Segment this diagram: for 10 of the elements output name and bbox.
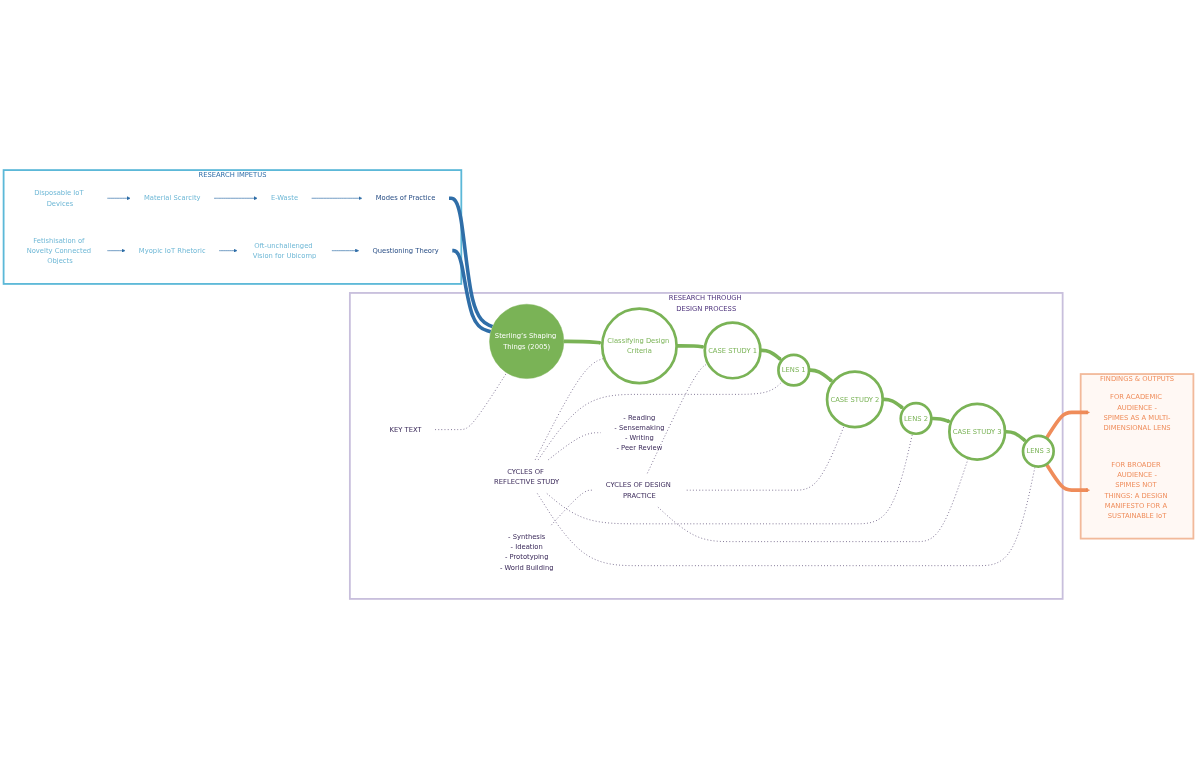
arrow (931, 416, 952, 424)
connector (452, 248, 492, 334)
arrow (1044, 410, 1090, 440)
arrow (676, 344, 706, 349)
arrow (563, 339, 603, 345)
arrow (1044, 463, 1090, 493)
arrow (882, 397, 905, 410)
arrow (760, 348, 782, 361)
arrow (1004, 429, 1027, 442)
arrow (808, 368, 834, 383)
